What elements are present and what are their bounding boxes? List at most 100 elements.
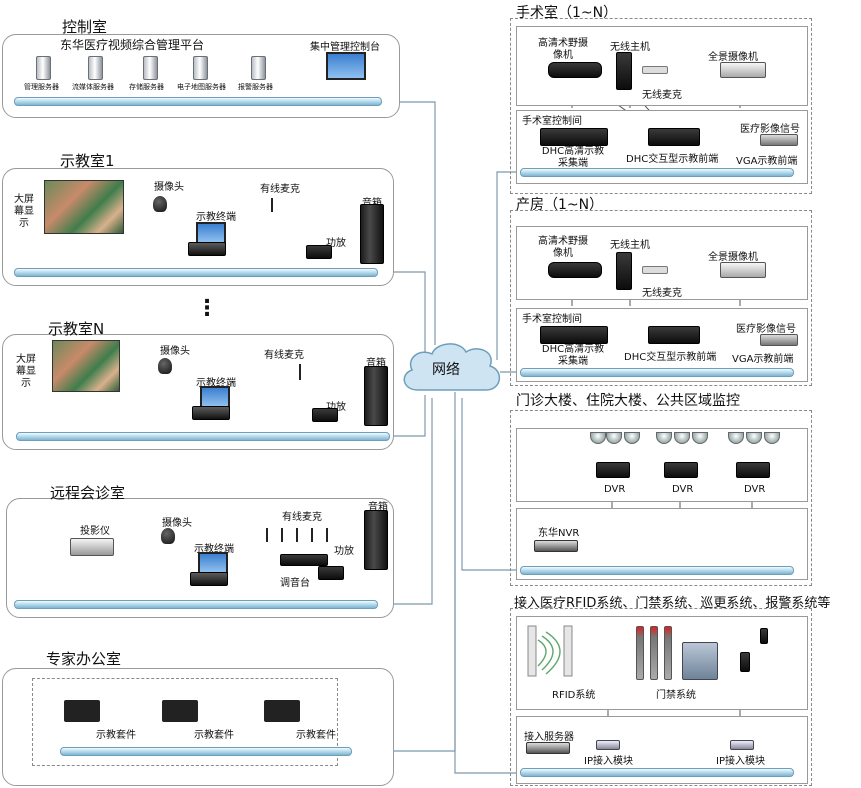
dome-camera-icon-2 bbox=[606, 432, 622, 444]
classroomN-camera-icon bbox=[158, 358, 172, 374]
surgery-wireless-host-icon bbox=[616, 52, 632, 90]
alarm-server-icon bbox=[251, 56, 266, 80]
surgery-wireless-host-label: 无线主机 bbox=[610, 42, 650, 53]
surgery-vga-label: VGA示教前端 bbox=[736, 156, 798, 167]
rfid-gate-icon bbox=[527, 625, 573, 677]
alarm-light-icon-3 bbox=[664, 626, 672, 680]
remote-amp-icon bbox=[318, 566, 344, 580]
rfid-title: 接入医疗RFID系统、门禁系统、巡更系统、报警系统等 bbox=[514, 596, 831, 611]
surgery-hd-camera-label: 高清术野摄像机 bbox=[538, 38, 588, 61]
classroom1-camera-label: 摄像头 bbox=[154, 182, 184, 193]
delivery-wireless-mic-label: 无线麦克 bbox=[642, 288, 682, 299]
classroom1-mic-icon bbox=[271, 198, 273, 212]
monitoring-outer-frame bbox=[510, 410, 812, 586]
delivery-title: 产房（1~N） bbox=[516, 197, 604, 213]
server-label-4: 报警服务器 bbox=[238, 83, 273, 91]
dvr-icon-1 bbox=[596, 462, 630, 478]
classroom1-camera-icon bbox=[153, 196, 167, 212]
surgery-bus bbox=[520, 168, 794, 177]
control-room-title: 控制室 bbox=[62, 18, 108, 36]
dvr-label-2: DVR bbox=[672, 484, 694, 495]
surgery-hd-collector-label: DHC高清示教采集端 bbox=[541, 146, 605, 169]
dvr-icon-3 bbox=[736, 462, 770, 478]
dome-camera-icon-9 bbox=[764, 432, 780, 444]
classroom1-speaker-icon bbox=[360, 204, 384, 264]
classroomN-screen-image bbox=[52, 340, 120, 392]
dome-camera-icon-4 bbox=[656, 432, 672, 444]
console-label: 集中管理控制台 bbox=[310, 42, 380, 53]
remote-projector-icon bbox=[70, 538, 114, 556]
classroomN-mic-icon bbox=[299, 364, 301, 380]
expert-inner-frame bbox=[32, 678, 338, 766]
surgery-interactive-icon bbox=[648, 128, 700, 146]
remote-terminal-icon bbox=[198, 552, 228, 574]
classroom1-mic-label: 有线麦克 bbox=[260, 184, 300, 195]
remote-speaker-label: 音箱 bbox=[368, 502, 388, 513]
surgery-vga-icon bbox=[760, 134, 798, 146]
map-server-icon bbox=[193, 56, 208, 80]
alarm-light-icon-1 bbox=[636, 626, 644, 680]
kit-laptop-icon-3 bbox=[264, 700, 300, 722]
remote-mixer-label: 调音台 bbox=[280, 578, 310, 589]
classroom1-amp-icon bbox=[306, 245, 332, 259]
kit-label-1: 示教套件 bbox=[96, 730, 136, 741]
nvr-icon bbox=[534, 540, 578, 552]
surgery-pano-camera-icon bbox=[720, 62, 766, 78]
server-label-3: 电子地图服务器 bbox=[177, 83, 226, 91]
kit-laptop-icon-2 bbox=[162, 700, 198, 722]
remote-bus bbox=[14, 600, 378, 609]
dome-camera-icon-1 bbox=[590, 432, 606, 444]
ip-module-icon-2 bbox=[730, 740, 754, 750]
console-monitor-icon bbox=[326, 52, 366, 80]
classroom1-terminal-label: 示教终端 bbox=[196, 212, 236, 223]
server-label-0: 管理服务器 bbox=[24, 83, 59, 91]
surgery-interactive-label: DHC交互型示教前端 bbox=[626, 154, 719, 165]
remote-terminal-unit bbox=[190, 572, 228, 586]
management-server-icon bbox=[36, 56, 51, 80]
classroomN-amp-label: 功放 bbox=[326, 398, 346, 413]
classroom1-terminal-icon bbox=[196, 222, 226, 244]
delivery-control-label: 手术室控制间 bbox=[522, 314, 582, 325]
delivery-wireless-host-label: 无线主机 bbox=[610, 240, 650, 251]
delivery-wireless-host-icon bbox=[616, 252, 632, 290]
rfid-bus bbox=[520, 768, 794, 777]
surgery-title: 手术室（1~N） bbox=[516, 5, 618, 21]
remote-mixer-icon bbox=[280, 554, 328, 566]
delivery-pano-camera-label: 全景摄像机 bbox=[708, 252, 758, 263]
delivery-hd-collector-label: DHC高清示教采集端 bbox=[541, 344, 605, 367]
access-controller-icon bbox=[682, 642, 718, 680]
classroomN-camera-label: 摄像头 bbox=[160, 346, 190, 357]
delivery-vga-icon bbox=[760, 334, 798, 346]
control-room-bus bbox=[14, 97, 382, 106]
remote-mic-icon-2 bbox=[281, 528, 283, 542]
classroom1-bus bbox=[14, 268, 378, 277]
classroomN-terminal-icon bbox=[200, 386, 230, 408]
platform-label: 东华医疗视频综合管理平台 bbox=[60, 38, 205, 52]
access-system-label: 门禁系统 bbox=[656, 690, 696, 701]
classroom1-terminal-unit bbox=[188, 242, 226, 256]
classroomN-mic-label: 有线麦克 bbox=[264, 350, 304, 361]
dvr-label-1: DVR bbox=[604, 484, 626, 495]
classroom1-screen-image bbox=[44, 180, 124, 234]
surgery-hd-collector-icon bbox=[540, 128, 608, 146]
monitoring-title: 门诊大楼、住院大楼、公共区域监控 bbox=[516, 393, 740, 409]
kit-label-3: 示教套件 bbox=[296, 730, 336, 741]
classroomN-terminal-label: 示教终端 bbox=[196, 378, 236, 389]
patrol-reader-icon-2 bbox=[760, 628, 768, 644]
dome-camera-icon-7 bbox=[728, 432, 744, 444]
classroomN-bus bbox=[16, 432, 390, 441]
classroom1-speaker-label: 音箱 bbox=[362, 194, 382, 209]
server-label-2: 存储服务器 bbox=[129, 83, 164, 91]
remote-mic-icon-4 bbox=[311, 528, 313, 542]
classroomN-amp-icon bbox=[312, 408, 338, 422]
classroom1-title: 示教室1 bbox=[60, 152, 115, 170]
surgery-medical-signal-label: 医疗影像信号 bbox=[740, 124, 800, 135]
delivery-hd-camera-icon bbox=[548, 262, 602, 278]
remote-projector-label: 投影仪 bbox=[80, 526, 110, 537]
remote-amp-label: 功放 bbox=[334, 546, 354, 557]
classroom1-amp-label: 功放 bbox=[326, 238, 346, 249]
classroomN-terminal-unit bbox=[192, 406, 230, 420]
classroomN-speaker-label: 音箱 bbox=[366, 358, 386, 369]
dome-camera-icon-6 bbox=[692, 432, 708, 444]
surgery-outer-frame bbox=[510, 18, 812, 194]
